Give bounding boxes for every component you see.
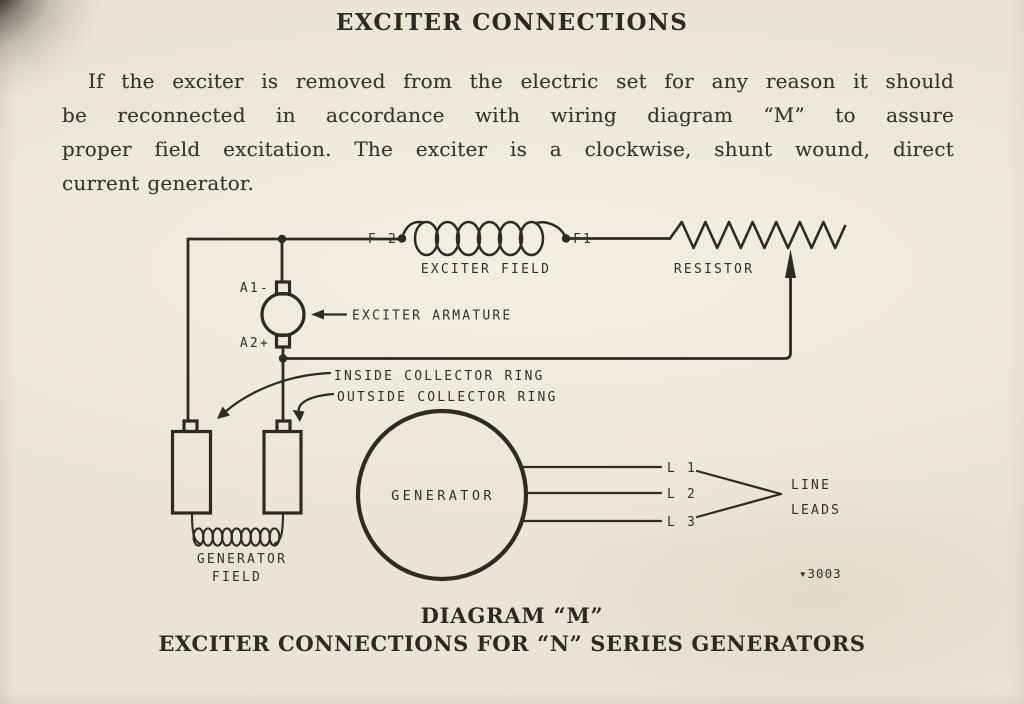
paragraph-line: proper field excitation. The exciter is … [62,137,954,161]
coil-loop [268,527,281,547]
body-paragraph: If the exciter is removed from the elect… [62,64,954,200]
label-f1: F1 [573,232,593,247]
label-outside-collector-ring: OUTSIDE COLLECTOR RING [337,390,558,405]
label-f2: F 2 [368,232,398,247]
label-exciter-armature: EXCITER ARMATURE [352,309,512,324]
paragraph-line: current generator. [62,171,255,195]
armature-terminal-a2 [274,333,292,349]
label-a1: A1- [240,281,270,296]
coil-loop [240,527,252,547]
gen-coil-exit [273,512,285,546]
label-line-leads-1: LINE [791,478,831,493]
paragraph-line: be reconnected in accordance with wiring… [62,103,954,127]
coil-loop [249,527,262,547]
outside-ring-leader [297,392,335,416]
label-generator-field-1: GENERATOR [197,552,287,567]
wiring-diagram-m: F 2 F1 EXCITER FIELD RESISTOR A1- A2+ EX… [170,220,847,585]
coil-loop [221,527,233,547]
resistor-zigzag [668,220,847,250]
paragraph-line: If the exciter is removed from the elect… [88,69,954,93]
inside-collector-ring-body [170,429,213,515]
coil-loop [434,220,461,257]
exciter-field-coil [400,220,568,257]
outside-ring-leader-arrowhead [292,410,305,422]
collector-rings [170,371,335,515]
label-a2: A2+ [240,336,270,351]
coil-loop [230,527,243,547]
coil-loop [455,220,482,257]
coil-loop [211,527,224,547]
resistor-tap-arrowhead [785,249,796,278]
outside-collector-ring-body [262,429,303,515]
label-l2: L 2 [667,487,697,502]
generator-circle [355,408,529,582]
diagram-caption-subtitle: EXCITER CONNECTIONS FOR “N” SERIES GENER… [158,631,866,656]
label-l1: L 1 [667,461,697,476]
armature-circle [260,291,306,338]
label-line-leads-2: LEADS [791,503,841,518]
label-generator-field-2: FIELD [212,570,262,585]
coil-loop [413,220,440,257]
label-inside-collector-ring: INSIDE COLLECTOR RING [334,369,545,384]
line-leads-bracket-bottom [695,492,783,519]
generator-field-coil [190,512,285,547]
figure-number: ▾3003 [799,566,842,581]
inside-ring-leader-arrowhead [217,406,230,419]
coil-loop [476,220,503,257]
coil-loop [259,527,271,547]
page-title: EXCITER CONNECTIONS [335,9,689,36]
circuit-wires [186,220,847,423]
junction-dot-top [277,234,287,244]
wire-bottom-horizontal-to-tap [281,275,792,360]
label-resistor: RESISTOR [674,262,754,277]
coil-loop [497,220,524,257]
wire-left-vertical-and-top [186,237,404,423]
coil-loop [202,527,214,547]
line-leads-bracket-top [695,469,783,496]
armature-pointer-arrowhead [311,309,324,320]
exciter-armature-symbol [260,280,348,349]
coil-exit-arc [535,221,568,240]
diagram-caption-title: DIAGRAM “M” [420,603,604,628]
label-exciter-field: EXCITER FIELD [421,262,551,277]
label-l3: L 3 [667,515,697,530]
label-generator: GENERATOR [391,488,495,504]
generator-symbol [355,408,783,582]
junction-dot-a2 [278,354,288,363]
coil-loop [518,220,545,257]
inside-ring-leader [223,371,332,414]
